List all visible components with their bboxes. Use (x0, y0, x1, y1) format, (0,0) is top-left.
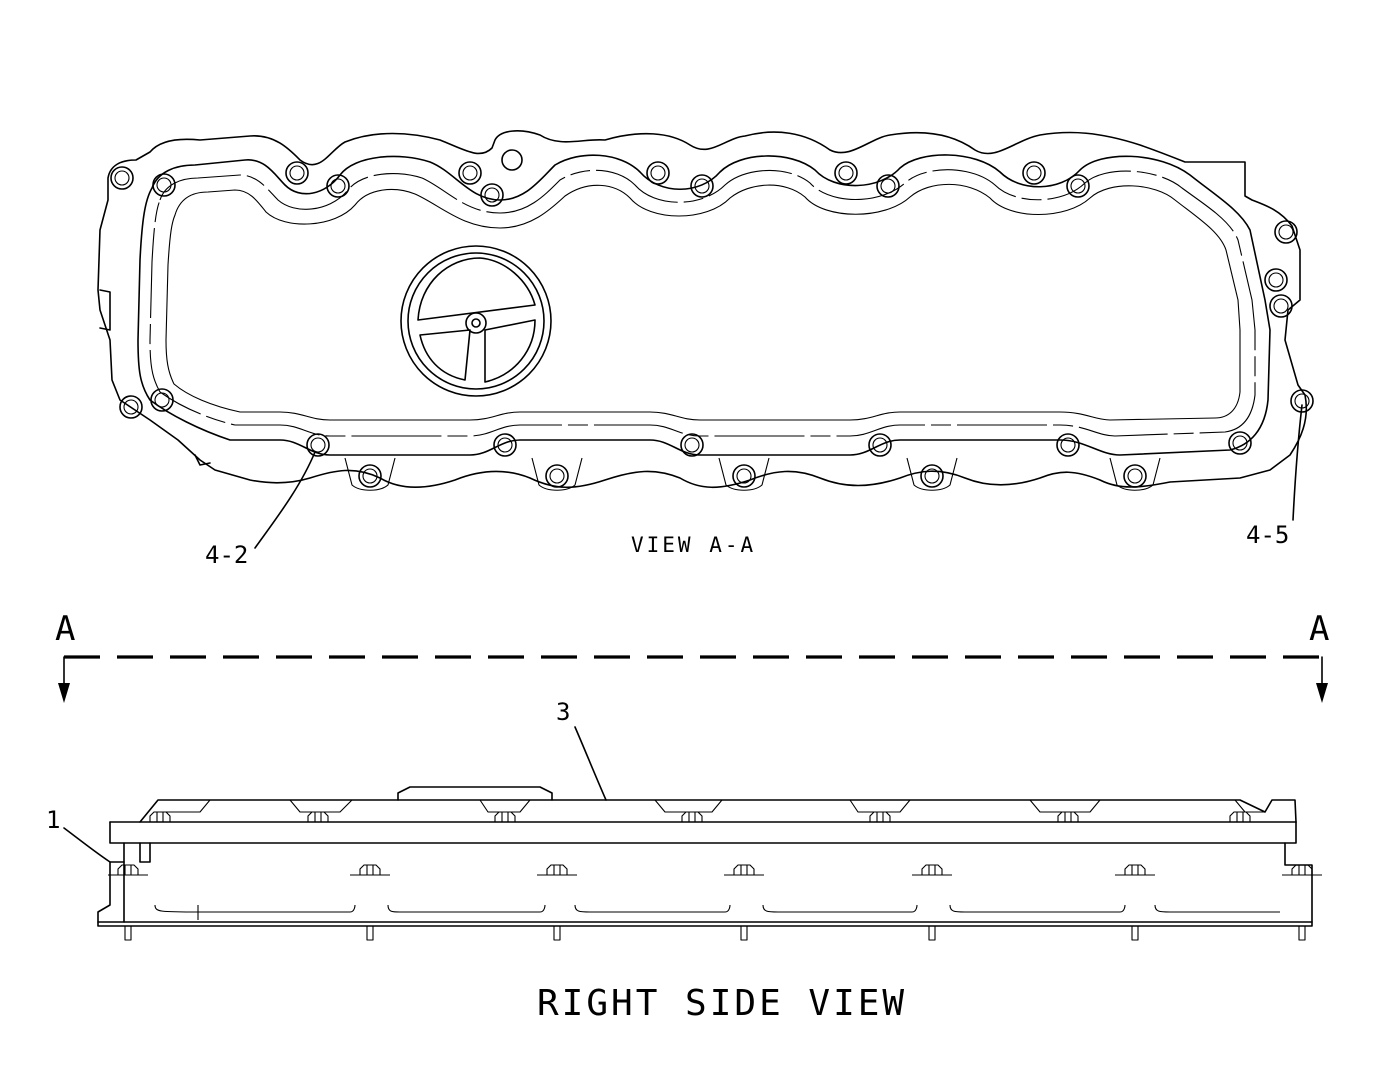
bolt-1 (110, 166, 134, 190)
bolt-21 (493, 433, 517, 457)
bolt-8 (690, 174, 714, 198)
bolt-6 (480, 183, 504, 207)
bolt-28 (920, 464, 944, 488)
view-a-a-caption: VIEW A-A (631, 533, 756, 557)
stud-4 (740, 926, 748, 941)
section-label-right: A (1309, 609, 1329, 649)
stud-6 (1131, 926, 1139, 941)
callout-4-2-leader (254, 451, 316, 549)
callout-1: 1 (46, 806, 60, 834)
gasket-outer-line (137, 154, 1271, 456)
bolt-12 (1066, 174, 1090, 198)
top-bolt-head-2 (307, 811, 329, 823)
stud-7 (1298, 926, 1306, 941)
breather-cap (400, 245, 552, 397)
mid-bolt-head-2 (359, 864, 381, 876)
bolt-boss-3 (718, 457, 770, 491)
bolt-23 (119, 395, 143, 419)
mid-bolt-head-4 (733, 864, 755, 876)
top-bolt-head-3 (494, 811, 516, 823)
callout-4-5-leader (1292, 404, 1303, 521)
bolt-9 (834, 161, 858, 185)
callout-4-5: 4-5 (1246, 521, 1289, 549)
callout-3-leader (574, 726, 607, 801)
stud-2 (366, 926, 374, 941)
view-a-a (97, 130, 1314, 491)
cover-top-profile (109, 799, 1297, 823)
right-side-view (97, 786, 1322, 941)
section-label-left: A (55, 609, 75, 649)
bolt-boss-5 (1109, 457, 1161, 491)
right-side-view-caption: RIGHT SIDE VIEW (537, 983, 907, 1024)
bolt-20 (680, 433, 704, 457)
bolt-19 (868, 433, 892, 457)
top-bolt-head-7 (1229, 811, 1251, 823)
left-boss (99, 289, 111, 331)
top-bolt-head-1 (149, 811, 171, 823)
valve-cover-outer-outline (97, 130, 1308, 489)
bolt-group (110, 161, 1314, 491)
mid-bolt-head-6 (1124, 864, 1146, 876)
bolt-boss-2 (531, 457, 583, 491)
stud-3 (553, 926, 561, 941)
bolt-10 (876, 174, 900, 198)
bolt-11 (1022, 161, 1046, 185)
bottom-tab (194, 454, 211, 466)
top-bolt-head-4 (681, 811, 703, 823)
bolt-5 (458, 161, 482, 185)
bolt-29 (1123, 464, 1147, 488)
top-bolt-head-5 (869, 811, 891, 823)
bolt-26 (545, 464, 569, 488)
bolt-3 (285, 161, 309, 185)
bolt-14 (1264, 268, 1288, 292)
bolt-18 (1056, 433, 1080, 457)
bolt-4 (326, 174, 350, 198)
bolt-boss-1 (344, 457, 396, 491)
stud-5 (928, 926, 936, 941)
cover-lower-body (97, 842, 1313, 927)
section-line (58, 655, 1328, 703)
bolt-22 (306, 433, 330, 457)
oil-fill-hole (501, 149, 523, 171)
bolt-27 (732, 464, 756, 488)
callout-3: 3 (556, 698, 570, 726)
bolt-boss-4 (906, 457, 958, 491)
mid-bolt-head-5 (921, 864, 943, 876)
gasket-inner-line (149, 169, 1256, 437)
gasket-innermost-line (165, 183, 1241, 421)
bolt-25 (358, 464, 382, 488)
bolt-7 (646, 161, 670, 185)
mid-bolt-head-7 (1291, 864, 1313, 876)
side-bolt-group (108, 811, 1322, 941)
stud-1 (124, 926, 132, 941)
bolt-24 (150, 388, 174, 412)
top-bolt-head-6 (1057, 811, 1079, 823)
bolt-13 (1274, 220, 1298, 244)
bolt-2 (152, 173, 176, 197)
mid-bolt-head-1 (117, 864, 139, 876)
mid-bolt-head-3 (546, 864, 568, 876)
breather-profile (397, 786, 553, 801)
callout-4-2: 4-2 (205, 541, 248, 569)
callout-1-leader (63, 827, 111, 863)
bolt-15 (1269, 294, 1293, 318)
bolt-17 (1228, 431, 1252, 455)
